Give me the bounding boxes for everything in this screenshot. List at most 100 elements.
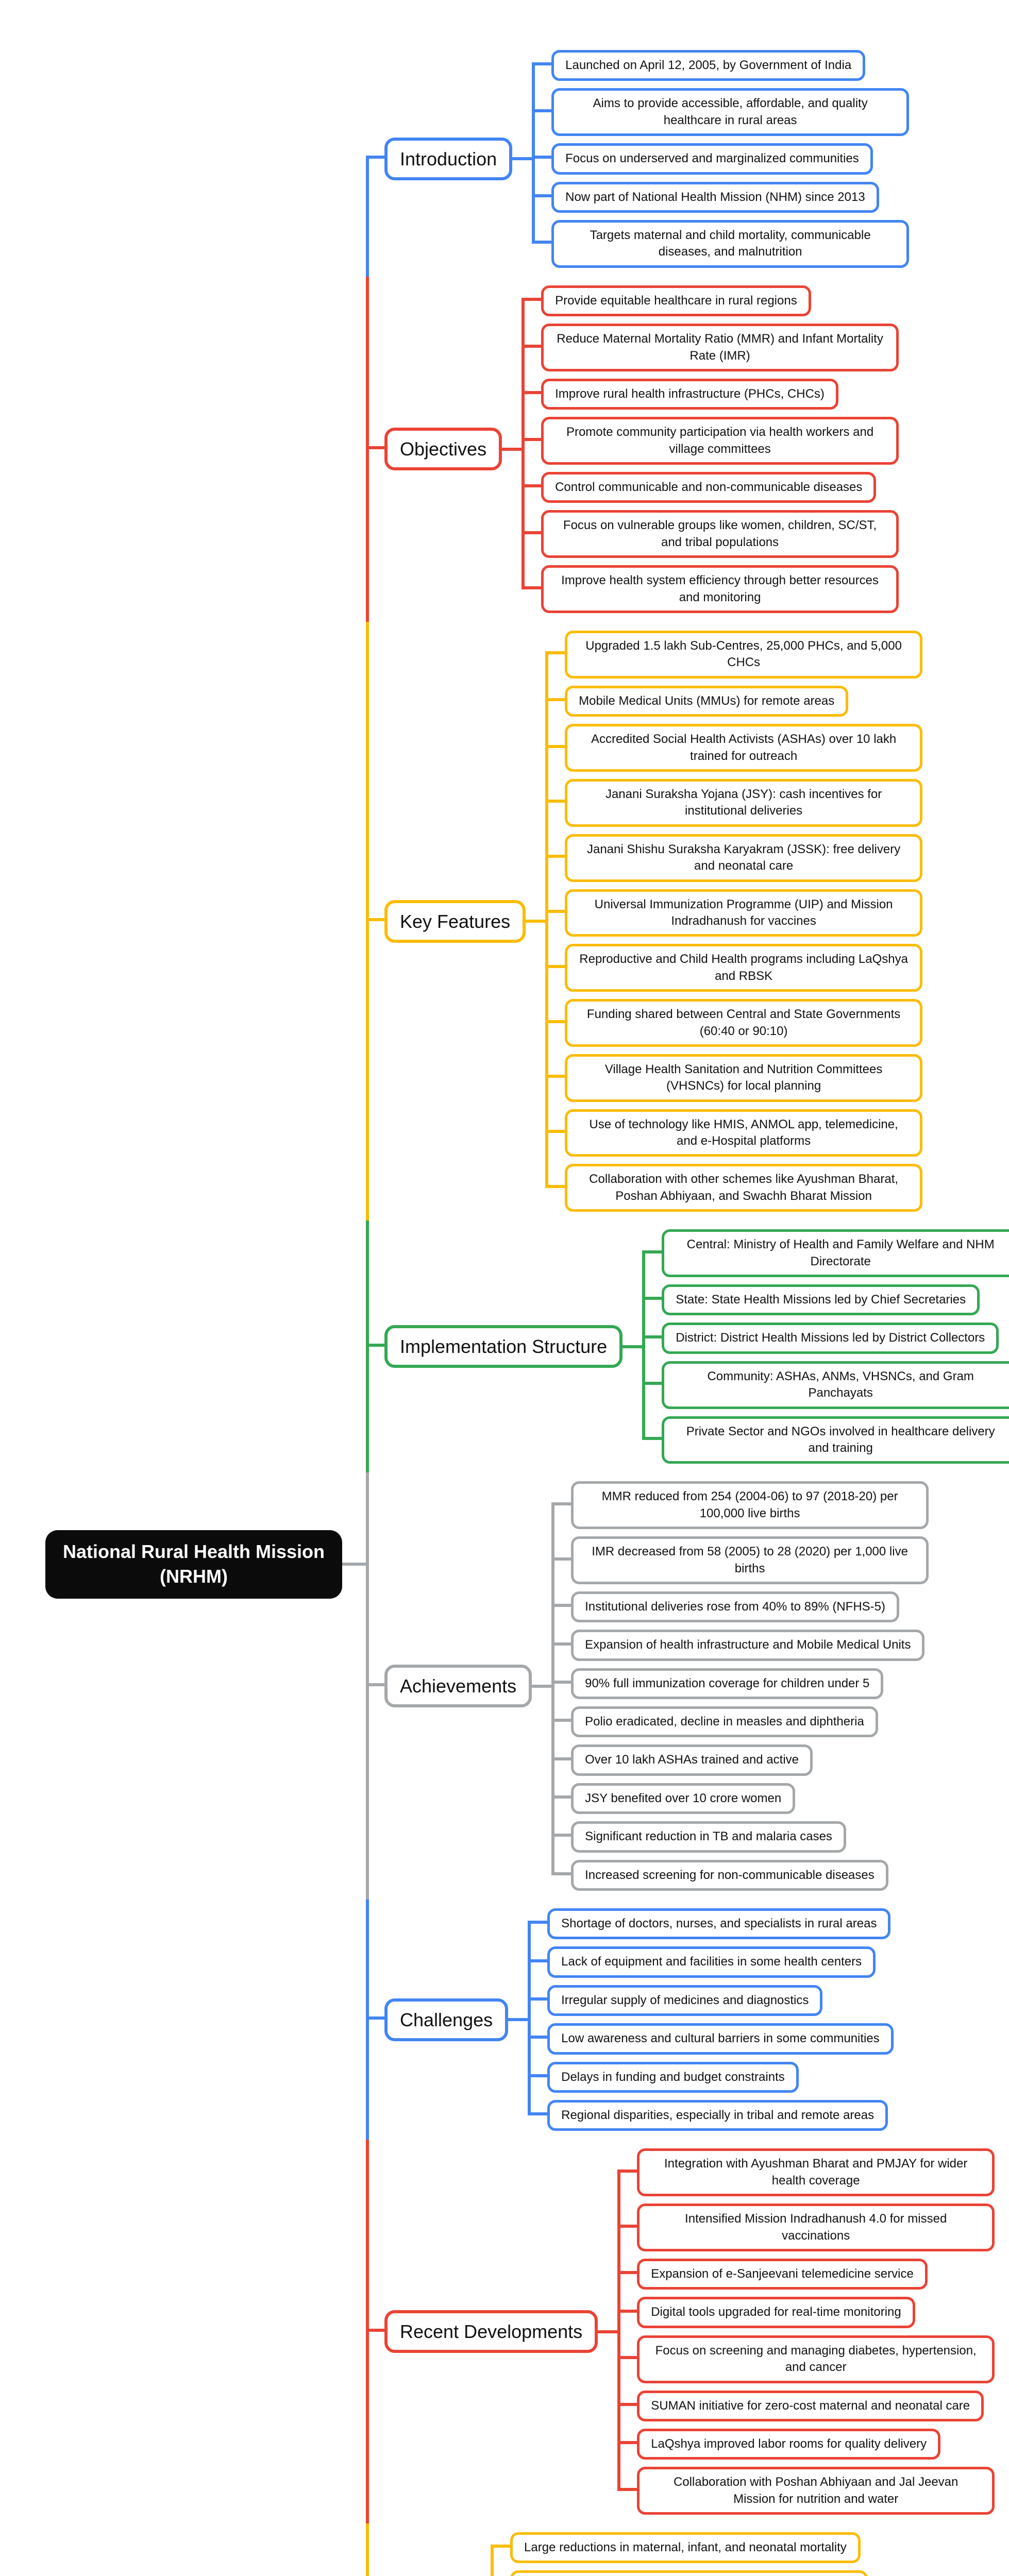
node: Regional disparities, especially in trib… — [547, 2100, 888, 2131]
node: Private Sector and NGOs involved in heal… — [662, 1416, 1009, 1464]
child-row: Lack of equipment and facilities in some… — [528, 1943, 894, 1982]
node: Central: Ministry of Health and Family W… — [662, 1229, 1009, 1278]
node: LaQshya improved labor rooms for quality… — [637, 2428, 941, 2460]
node: Collaboration with other schemes like Ay… — [565, 1164, 923, 1212]
child-row: Integration with Ayushman Bharat and PMJ… — [617, 2145, 995, 2200]
child-row: Collaboration with Poshan Abhiyaan and J… — [617, 2463, 995, 2518]
child-row: Improve rural health infrastructure (PHC… — [522, 375, 899, 414]
branch-achievements: Achievements MMR reduced from 254 (2004-0… — [366, 1472, 1009, 1900]
child-row: Private Sector and NGOs involved in heal… — [642, 1412, 1009, 1468]
branch-label-objectives: Objectives — [384, 428, 502, 471]
branch-impact: ImpactLarge reductions in maternal, infa… — [366, 2523, 1009, 2576]
child-row: Large reductions in maternal, infant, an… — [491, 2529, 868, 2567]
child-row: Over 10 lakh ASHAs trained and active — [551, 1741, 929, 1780]
node: Expansion of health infrastructure and M… — [571, 1630, 925, 1661]
children-impact: Large reductions in maternal, infant, an… — [491, 2529, 868, 2576]
node: Village Health Sanitation and Nutrition … — [565, 1054, 923, 1102]
child-row: Delays in funding and budget constraints — [528, 2058, 894, 2097]
branch-connector — [526, 920, 546, 923]
node: Promote community participation via heal… — [541, 417, 899, 465]
child-row: Regional disparities, especially in trib… — [528, 2096, 894, 2134]
children-introduction: Launched on April 12, 2005, by Governmen… — [532, 46, 910, 272]
branch-label-achievements: Achievements — [384, 1665, 532, 1708]
child-row: Reduce Maternal Mortality Ratio (MMR) an… — [522, 320, 899, 375]
child-row: Accredited Social Health Activists (ASHA… — [545, 720, 923, 775]
children-recent-developments: Integration with Ayushman Bharat and PMJ… — [617, 2145, 995, 2518]
child-row: Low awareness and cultural barriers in s… — [528, 2020, 894, 2059]
branch-label-recent-developments: Recent Developments — [384, 2310, 598, 2353]
branch-connector — [502, 447, 522, 451]
child-row: State: State Health Missions led by Chie… — [642, 1281, 1009, 1319]
branch-label-challenges: Challenges — [384, 1998, 509, 2041]
child-row: Mobile Medical Units (MMUs) for remote a… — [545, 682, 922, 721]
branch-objectives: Objectives Provide equitable healthcare i… — [366, 276, 1009, 622]
child-row: Expansion of e-Sanjeevani telemedicine s… — [617, 2255, 995, 2294]
child-row: Reproductive and Child Health programs i… — [545, 940, 923, 995]
child-row: Institutional deliveries rose from 40% t… — [551, 1587, 929, 1626]
child-row: SUMAN initiative for zero-cost maternal … — [617, 2386, 995, 2426]
node: MMR reduced from 254 (2004-06) to 97 (20… — [571, 1481, 929, 1530]
branch-label-introduction: Introduction — [384, 137, 513, 180]
node: Delays in funding and budget constraints — [547, 2061, 799, 2093]
node: Provide equitable healthcare in rural re… — [541, 285, 811, 317]
child-row: Focus on screening and managing diabetes… — [617, 2331, 995, 2387]
child-row: Significant reduction in TB and malaria … — [551, 1818, 929, 1857]
node: Janani Shishu Suraksha Karyakram (JSSK):… — [565, 834, 923, 882]
branch-label-implementation-structure: Implementation Structure — [384, 1325, 623, 1368]
branch-connector — [512, 157, 532, 161]
node: Janani Suraksha Yojana (JSY): cash incen… — [565, 778, 923, 827]
node: Focus on vulnerable groups like women, c… — [541, 510, 899, 558]
node: Increased screening for non-communicable… — [571, 1859, 888, 1891]
node: Empowered women and strengthened communi… — [510, 2570, 868, 2576]
branch-introduction: Introduction Launched on April 12, 2005, … — [366, 41, 1009, 277]
node: Focus on screening and managing diabetes… — [637, 2335, 995, 2383]
child-row: District: District Health Missions led b… — [642, 1319, 1009, 1358]
children-key-features: Upgraded 1.5 lakh Sub-Centres, 25,000 PH… — [545, 627, 923, 1215]
child-row: Janani Shishu Suraksha Karyakram (JSSK):… — [545, 830, 923, 886]
child-row: Intensified Mission Indradhanush 4.0 for… — [617, 2200, 995, 2255]
node: Use of technology like HMIS, ANMOL app, … — [565, 1109, 923, 1157]
node: IMR decreased from 58 (2005) to 28 (2020… — [571, 1536, 929, 1584]
child-row: Central: Ministry of Health and Family W… — [642, 1226, 1009, 1281]
child-row: JSY benefited over 10 crore women — [551, 1779, 929, 1818]
node: Improve health system efficiency through… — [541, 565, 899, 614]
children-implementation-structure: Central: Ministry of Health and Family W… — [642, 1226, 1009, 1467]
child-row: Improve health system efficiency through… — [522, 562, 899, 617]
node: Over 10 lakh ASHAs trained and active — [571, 1744, 813, 1776]
node: Targets maternal and child mortality, co… — [551, 219, 910, 268]
node: Large reductions in maternal, infant, an… — [510, 2532, 861, 2564]
child-row: IMR decreased from 58 (2005) to 28 (2020… — [551, 1533, 929, 1588]
node: Low awareness and cultural barriers in s… — [547, 2023, 894, 2055]
children-achievements: MMR reduced from 254 (2004-06) to 97 (20… — [551, 1478, 929, 1894]
child-row: Promote community participation via heal… — [522, 413, 899, 468]
child-row: 90% full immunization coverage for child… — [551, 1664, 929, 1703]
child-row: Collaboration with other schemes like Ay… — [545, 1160, 923, 1215]
branch-label-key-features: Key Features — [384, 900, 526, 943]
branch-key-features: Key Features Upgraded 1.5 lakh Sub-Centre… — [366, 622, 1009, 1221]
child-row: Irregular supply of medicines and diagno… — [528, 1981, 894, 2020]
branch-connector — [532, 1684, 552, 1688]
node: Irregular supply of medicines and diagno… — [547, 1985, 823, 2016]
child-row: Targets maternal and child mortality, co… — [532, 216, 910, 272]
child-row: LaQshya improved labor rooms for quality… — [617, 2425, 995, 2464]
child-row: Janani Suraksha Yojana (JSY): cash incen… — [545, 775, 923, 831]
node: Launched on April 12, 2005, by Governmen… — [551, 50, 866, 81]
child-row: Village Health Sanitation and Nutrition … — [545, 1050, 923, 1106]
child-row: Provide equitable healthcare in rural re… — [522, 282, 899, 320]
node: Expansion of e-Sanjeevani telemedicine s… — [637, 2258, 928, 2290]
node: Intensified Mission Indradhanush 4.0 for… — [637, 2204, 995, 2251]
child-row: Polio eradicated, decline in measles and… — [551, 1703, 929, 1741]
node: Reduce Maternal Mortality Ratio (MMR) an… — [541, 324, 899, 371]
branch-challenges: Challenges Shortage of doctors, nurses, a… — [366, 1900, 1009, 2140]
branches-container: Introduction Launched on April 12, 2005, … — [366, 41, 1009, 2576]
node: Funding shared between Central and State… — [565, 999, 923, 1047]
child-row: Focus on underserved and marginalized co… — [532, 140, 909, 178]
node: Community: ASHAs, ANMs, VHSNCs, and Gram… — [662, 1361, 1009, 1409]
node: Universal Immunization Programme (UIP) a… — [565, 889, 923, 937]
node: Mobile Medical Units (MMUs) for remote a… — [565, 685, 849, 717]
root-node: National Rural Health Mission (NRHM) — [45, 1530, 342, 1599]
node: Shortage of doctors, nurses, and special… — [547, 1908, 891, 1940]
child-row: Now part of National Health Mission (NHM… — [532, 178, 909, 217]
node: Control communicable and non-communicabl… — [541, 472, 877, 503]
